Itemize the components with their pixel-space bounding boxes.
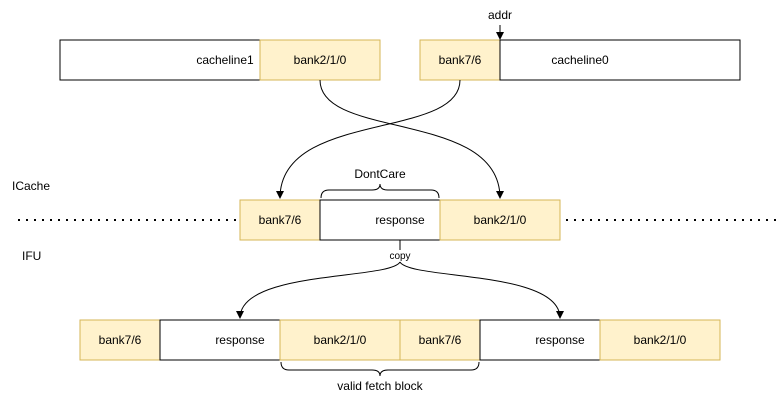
cacheline1-label: cacheline1	[196, 53, 254, 67]
bottom-bank-a-label: bank7/6	[99, 333, 142, 347]
addr-label: addr	[488, 8, 512, 22]
bottom-bank-b-label: bank2/1/0	[314, 333, 367, 347]
middle-bank-left-box	[239, 199, 321, 241]
middle-bank-right-box	[439, 199, 561, 241]
middle-line: bank7/6 response bank2/1/0	[239, 199, 561, 241]
top-bank-lo-label: bank7/6	[439, 53, 482, 67]
bottom-bank-c-label: bank7/6	[419, 333, 462, 347]
top-left-line: cacheline1 bank2/1/0	[59, 39, 381, 81]
copy-label: copy	[389, 251, 410, 262]
icache-label: ICache	[12, 179, 50, 193]
dontcare-brace	[320, 183, 440, 199]
ifu-label: IFU	[22, 249, 41, 263]
top-right-line: bank7/6 cacheline0	[419, 39, 741, 81]
copy-arrow-right	[399, 261, 564, 319]
dontcare-label: DontCare	[354, 167, 406, 181]
bottom-bank-d-label: bank2/1/0	[634, 333, 687, 347]
valid-fetch-brace	[280, 361, 480, 377]
bottom-response-a-label: response	[215, 333, 265, 347]
top-bank-hi-box	[259, 39, 381, 81]
bottom-bank-b-box	[279, 319, 401, 361]
cacheline0-label: cacheline0	[551, 53, 609, 67]
cacheline0-box	[499, 39, 741, 81]
bottom-line: bank7/6 response bank2/1/0 bank7/6 respo…	[79, 319, 721, 361]
top-bank-hi-label: bank2/1/0	[294, 53, 347, 67]
arrow-bank-hi-to-right	[319, 79, 504, 199]
copy-arrow-left	[236, 261, 401, 319]
middle-response-label: response	[375, 213, 425, 227]
middle-bank-left-label: bank7/6	[259, 213, 302, 227]
valid-fetch-label: valid fetch block	[337, 379, 423, 393]
middle-response-box	[319, 199, 441, 241]
bottom-response-b-label: response	[535, 333, 585, 347]
bottom-bank-c-box	[399, 319, 481, 361]
bottom-response-b-box	[479, 319, 601, 361]
arrow-bank-lo-to-left	[276, 79, 461, 199]
middle-bank-right-label: bank2/1/0	[474, 213, 527, 227]
bottom-bank-d-box	[599, 319, 721, 361]
